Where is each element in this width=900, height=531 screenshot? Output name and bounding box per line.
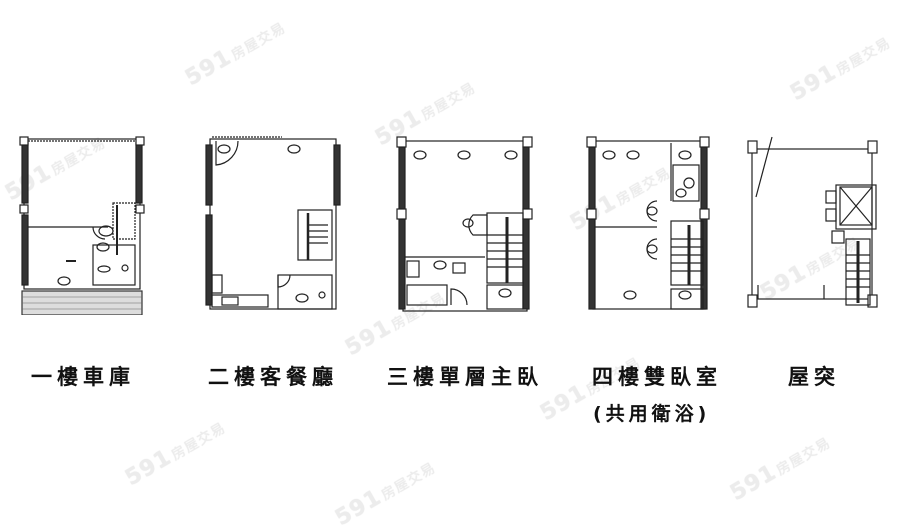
caption-1f: 一樓車庫 [31,365,135,389]
watermark: 591房屋交易 [121,420,229,492]
caption-4f: 四樓雙臥室 [592,365,722,389]
floor-plan-1f [18,135,146,315]
caption-roof: 屋突 [788,365,840,389]
floor-plan-2f [202,135,342,315]
watermark: 591房屋交易 [726,435,834,507]
floor-plan-roof [742,135,882,315]
floor-plan-3f [395,135,535,315]
caption-3f: 三樓單層主臥 [387,365,543,389]
caption-2f: 二樓客餐廳 [208,365,338,389]
watermark: 591房屋交易 [331,460,439,531]
watermark: 591房屋交易 [786,35,894,107]
floor-plan-4f [585,135,710,315]
caption-4f-note: (共用衛浴) [593,403,711,425]
watermark: 591房屋交易 [181,20,289,92]
